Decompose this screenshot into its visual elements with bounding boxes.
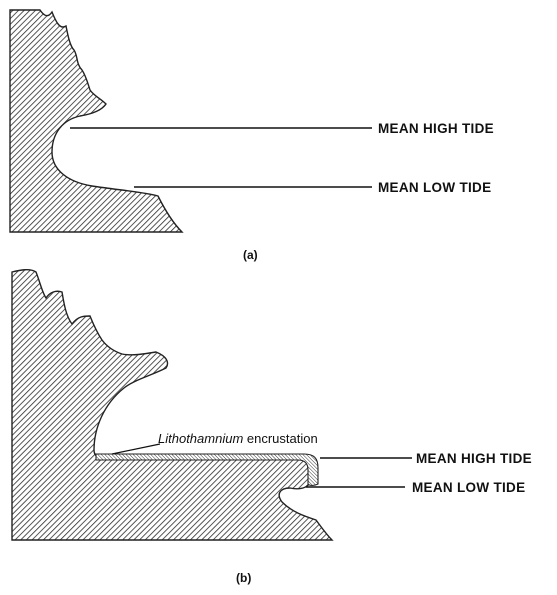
panel-b: Lithothamnium encrustation MEAN HIGH TID… [12, 270, 532, 585]
encrustation-label: Lithothamnium encrustation [158, 431, 318, 446]
panel-b-rock-profile [12, 270, 332, 540]
panel-a-high-tide-label: MEAN HIGH TIDE [378, 121, 494, 136]
encrustation-label-rest: encrustation [243, 431, 317, 446]
panel-a-rock-profile [10, 10, 182, 232]
encrustation-pointer [112, 444, 160, 454]
encrustation-label-italic: Lithothamnium [158, 431, 243, 446]
panel-a: MEAN HIGH TIDE MEAN LOW TIDE (a) [10, 10, 494, 262]
panel-b-caption: (b) [236, 571, 251, 585]
panel-b-low-tide-label: MEAN LOW TIDE [412, 480, 525, 495]
panel-a-caption: (a) [243, 248, 258, 262]
panel-a-low-tide-label: MEAN LOW TIDE [378, 180, 491, 195]
panel-b-high-tide-label: MEAN HIGH TIDE [416, 451, 532, 466]
